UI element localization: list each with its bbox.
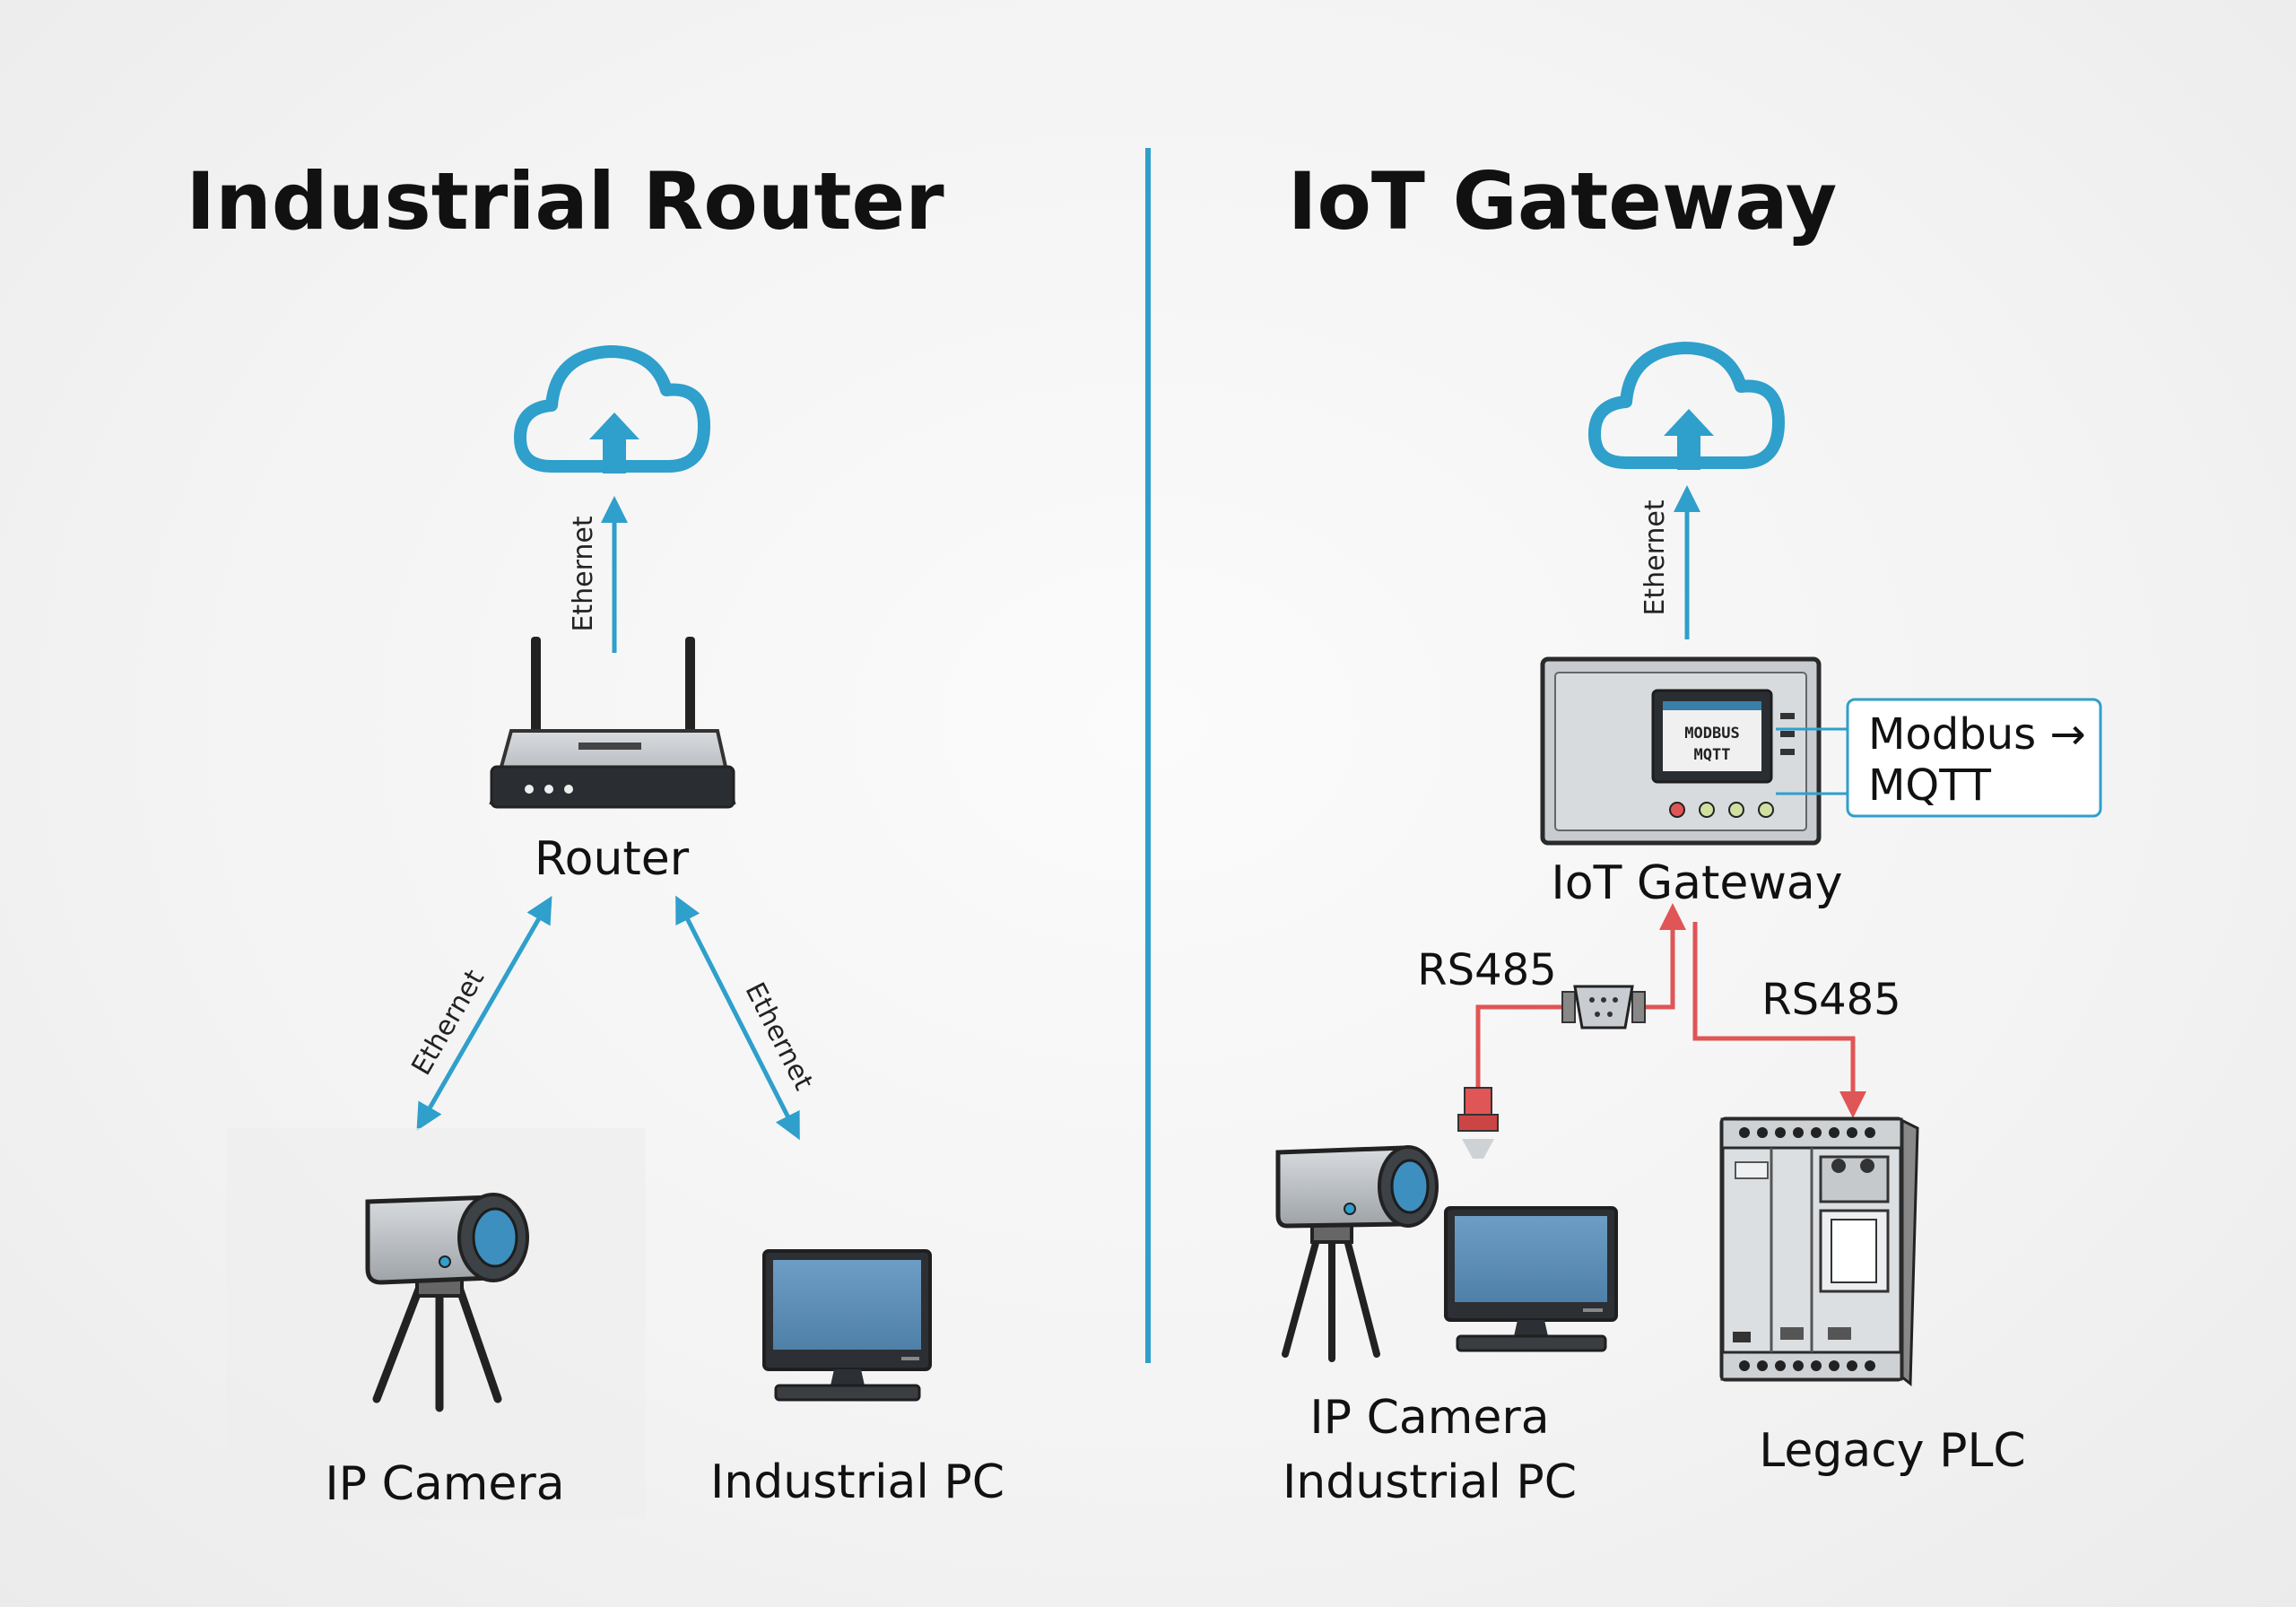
gateway-icon: MODBUS MQTT [1540, 656, 1822, 846]
camera-label: IP Camera [325, 1457, 564, 1511]
rs485-plug-icon [1457, 1087, 1499, 1159]
cloud-upload-icon [514, 345, 710, 473]
rs485-left-label: RS485 [1417, 945, 1556, 995]
router-pc-link-label: Ethernet [739, 977, 820, 1095]
protocol-callout-box [1846, 698, 2102, 818]
router-label: Router [535, 832, 690, 886]
protocol-callout-line1: Modbus → [1868, 709, 2086, 760]
gateway-uplink-label: Ethernet [1639, 499, 1671, 615]
right-title: IoT Gateway [1288, 155, 1838, 248]
rs485-left-arrow [1643, 903, 1686, 1010]
rs485-right-arrow [1692, 922, 1866, 1118]
monitor-icon [762, 1249, 932, 1402]
gateway-screen-line2: MQTT [1694, 746, 1731, 764]
gateway-label: IoT Gateway [1551, 856, 1842, 910]
industrial-pc-label: Industrial PC [710, 1455, 1004, 1509]
router-uplink-label: Ethernet [568, 516, 599, 631]
gateway-screen-line1: MODBUS [1684, 725, 1739, 743]
plc-label: Legacy PLC [1759, 1424, 2025, 1478]
router-icon [489, 637, 736, 809]
rs485-right-label: RS485 [1761, 975, 1900, 1025]
protocol-callout-line2: MQTT [1868, 760, 1992, 811]
ip-camera-icon [1275, 1145, 1439, 1362]
router-camera-link [416, 896, 552, 1131]
devices-label-line1: IP Camera [1309, 1391, 1549, 1445]
ip-camera-icon [365, 1193, 529, 1412]
db9-connector-icon [1561, 985, 1646, 1029]
router-pc-link [675, 895, 800, 1141]
cloud-upload-icon [1588, 342, 1785, 470]
devices-label-line2: Industrial PC [1283, 1455, 1577, 1509]
rs485-left-wire [1475, 1004, 1565, 1090]
callout-leader [1776, 727, 1848, 795]
plc-icon [1719, 1116, 1919, 1387]
left-title: Industrial Router [186, 155, 944, 248]
monitor-icon [1444, 1206, 1618, 1352]
